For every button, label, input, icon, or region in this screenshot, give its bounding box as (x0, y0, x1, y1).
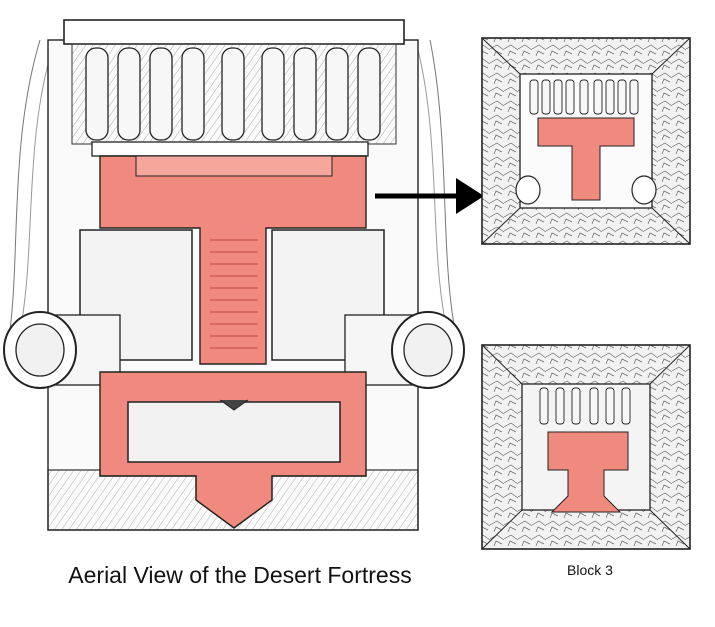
right-arrow-icon (375, 178, 484, 214)
right-cylinder (344, 311, 465, 389)
highlight-upper-passage (99, 155, 367, 365)
preview-block-top (481, 37, 691, 245)
figure-caption: Aerial View of the Desert Fortress (68, 562, 412, 588)
column-row (85, 47, 381, 141)
main-fortress-sketch (3, 19, 465, 531)
preview-block-3 (481, 344, 691, 550)
block-label: Block 3 (567, 562, 613, 578)
